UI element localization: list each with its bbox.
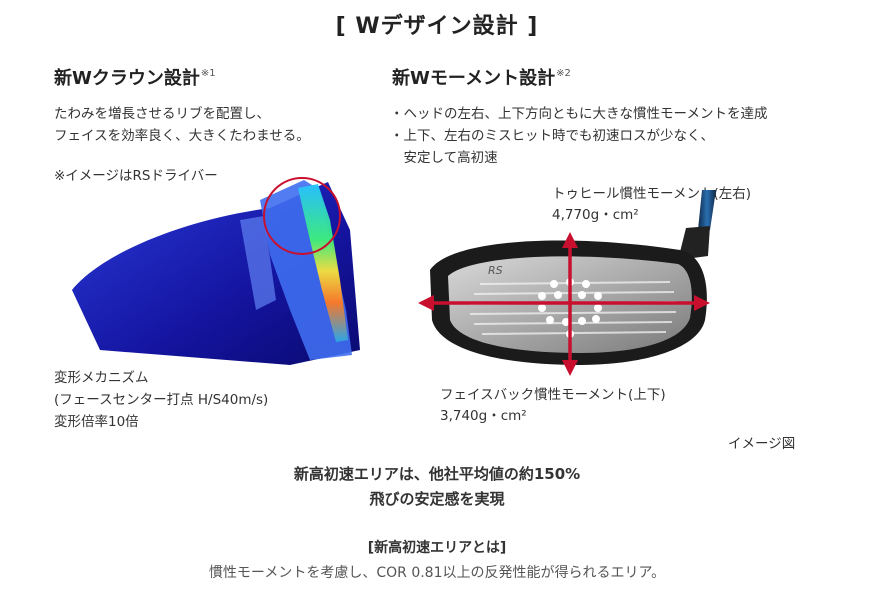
face-back-label: フェイスバック慣性モーメント(上下) xyxy=(440,387,666,403)
crown-caption-line: 変形倍率10倍 xyxy=(54,414,139,430)
crown-description: たわみを増長させるリブを配置し、 フェイスを効率良く、大きくたわませる。 xyxy=(54,103,310,147)
driver-face-image: RS xyxy=(418,190,716,376)
moment-bullets: ・ヘッドの左右、上下方向ともに大きな慣性モーメントを達成 ・上下、左右のミスヒッ… xyxy=(390,103,767,169)
crown-caption-line: 変形メカニズム xyxy=(54,370,149,386)
toe-heel-value: 4,770g・cm² xyxy=(552,207,639,223)
moment-arrows xyxy=(418,232,710,376)
stress-band xyxy=(298,184,348,342)
crown-heading-note: ※1 xyxy=(200,68,216,79)
crown-desc-line: たわみを増長させるリブを配置し、 xyxy=(54,106,270,122)
rib-highlight-circle xyxy=(263,177,341,255)
definition-title: [新高初速エリアとは] xyxy=(367,540,507,556)
face-logo: RS xyxy=(488,264,503,277)
crown-desc-line: フェイスを効率良く、大きくたわませる。 xyxy=(54,128,310,144)
moment-heading-text: 新Wモーメント設計 xyxy=(392,68,556,89)
face-back-value: 3,740g・cm² xyxy=(440,408,527,424)
moment-bullet: 安定して高初速 xyxy=(390,150,498,166)
hosel-shape xyxy=(240,216,276,310)
shaft-shape xyxy=(698,190,716,230)
moment-heading-note: ※2 xyxy=(556,68,571,79)
moment-bullet: ・ヘッドの左右、上下方向ともに大きな慣性モーメントを達成 xyxy=(390,106,768,122)
crown-heading-text: 新Wクラウン設計 xyxy=(54,68,200,89)
crown-caption: 変形メカニズム (フェースセンター打点 H/S40m/s) 変形倍率10倍 xyxy=(54,367,268,433)
face-back-block: フェイスバック慣性モーメント(上下) 3,740g・cm² xyxy=(440,385,666,427)
image-note: ※イメージはRSドライバー xyxy=(54,168,218,184)
face-dots xyxy=(538,278,602,338)
crown-caption-line: (フェースセンター打点 H/S40m/s) xyxy=(54,392,269,408)
definition-text: 慣性モーメントを考慮し、COR 0.81以上の反発性能が得られるエリア。 xyxy=(208,565,666,581)
moment-heading: 新Wモーメント設計※2 xyxy=(392,64,571,90)
summary-line-1: 新高初速エリアは、他社平均値の約150% xyxy=(293,465,581,483)
moment-bullet: ・上下、左右のミスヒット時でも初速ロスが少なく、 xyxy=(390,128,714,144)
image-caption: イメージ図 xyxy=(728,436,796,452)
hosel-shape xyxy=(678,226,710,260)
crown-heading: 新Wクラウン設計※1 xyxy=(54,64,216,90)
page-title: [ Wデザイン設計 ] xyxy=(335,14,539,39)
crown-fea-image xyxy=(72,177,360,365)
summary-line-2: 飛びの安定感を実現 xyxy=(369,490,505,508)
